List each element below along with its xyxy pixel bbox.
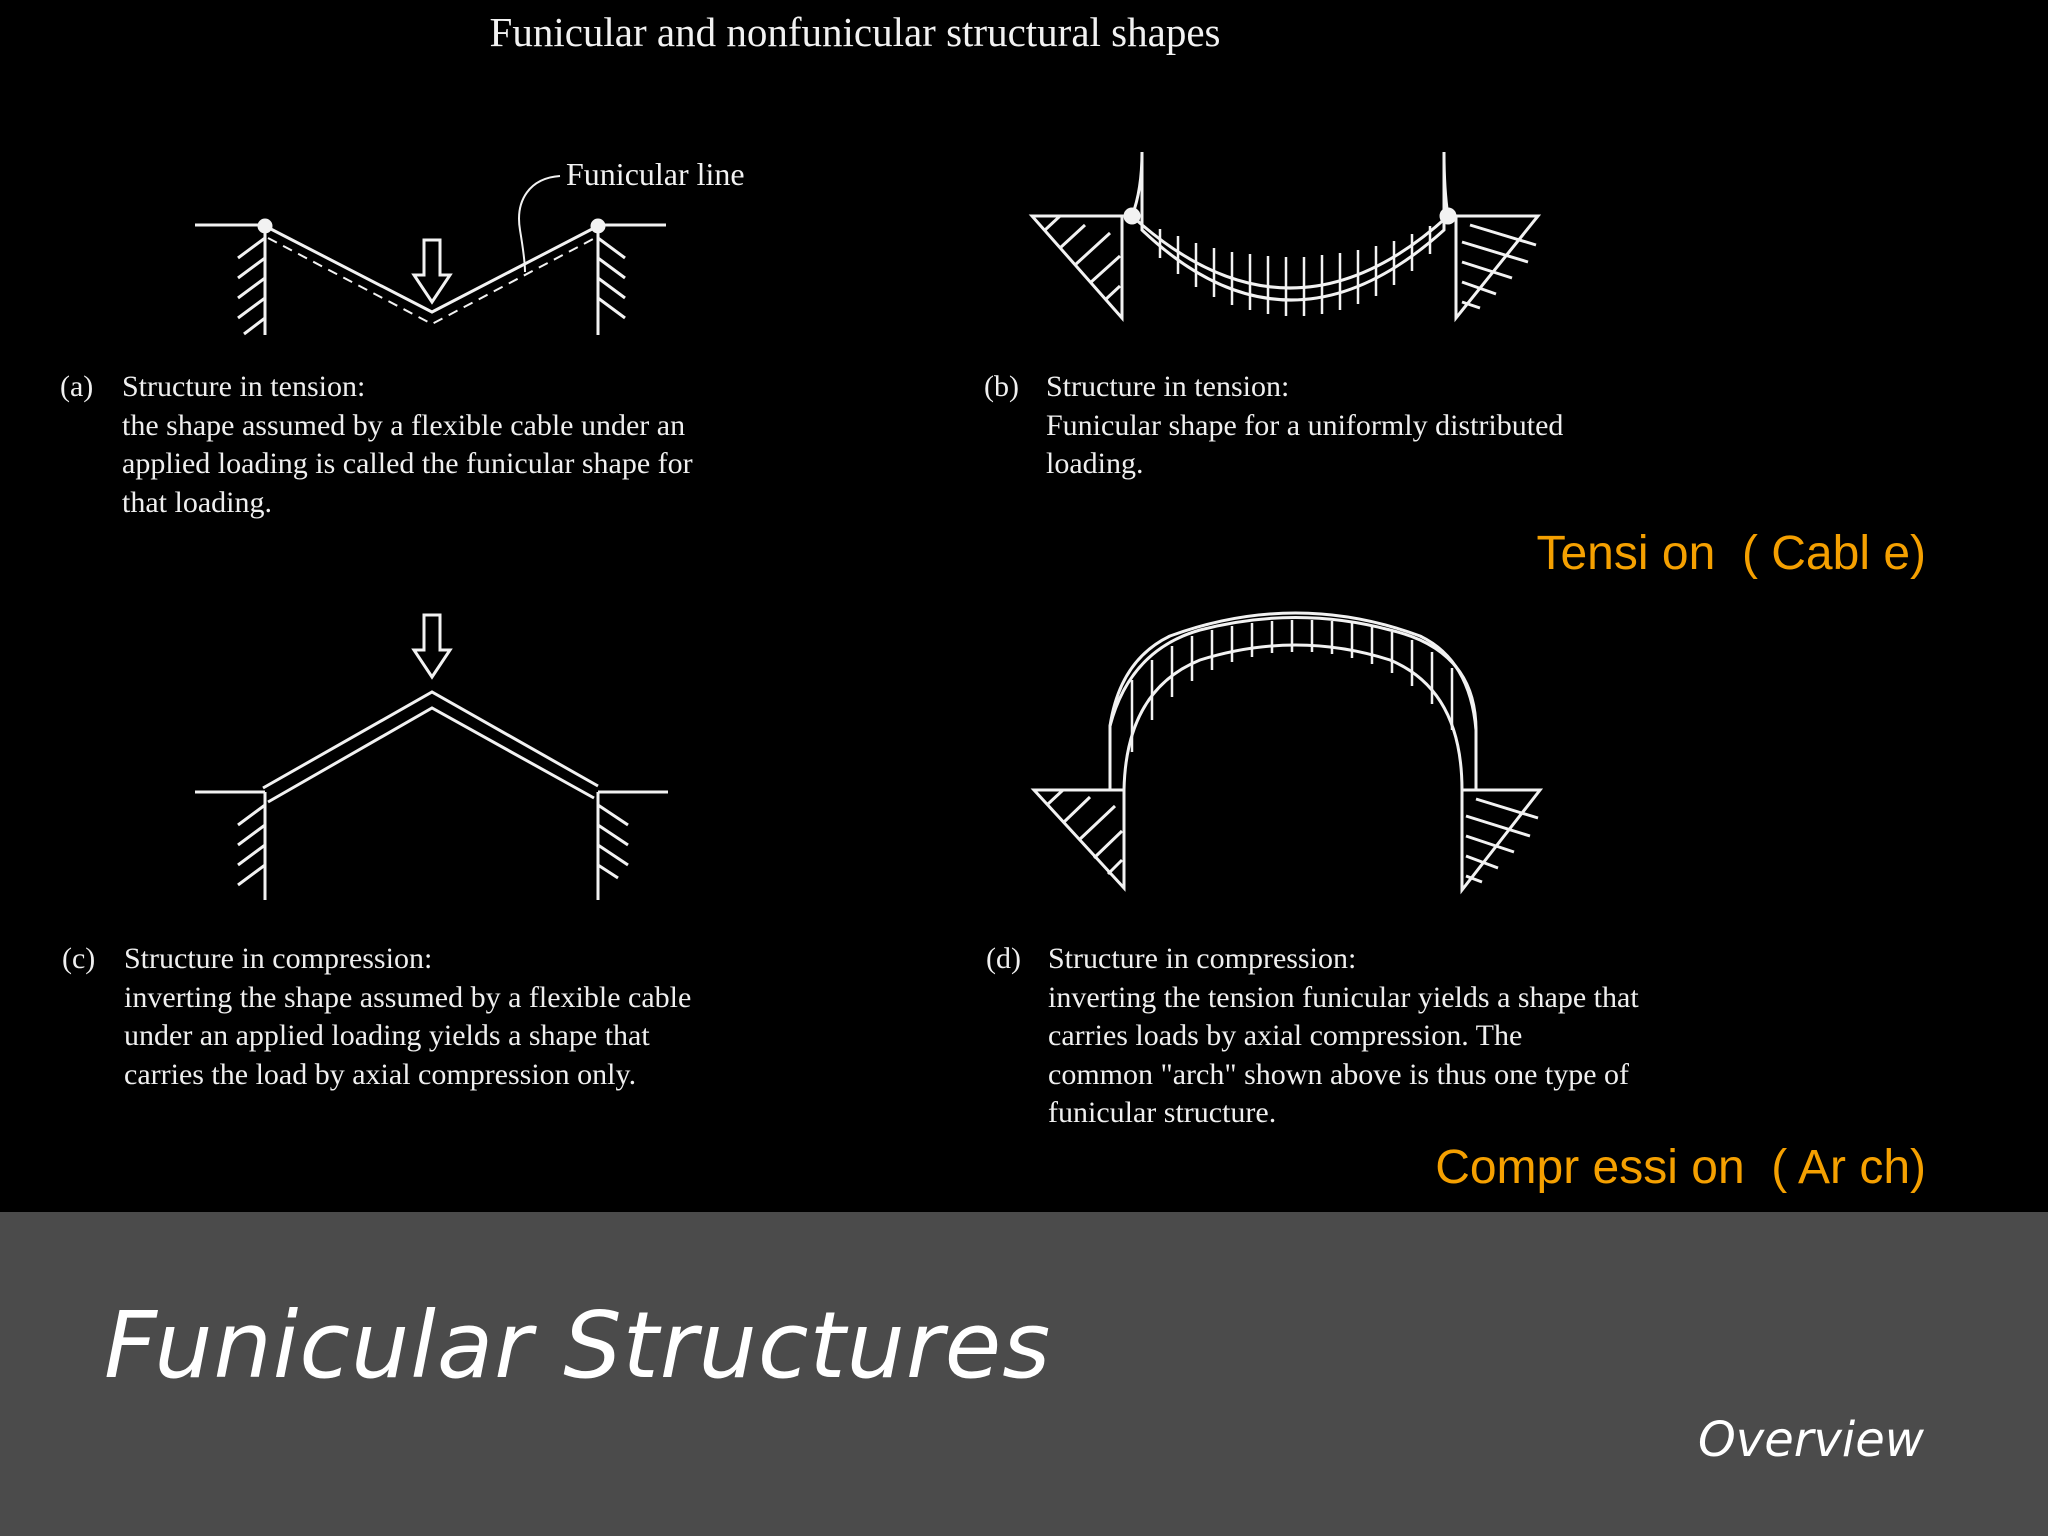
load-arrow-down-c [411,613,453,680]
caption-line: Funicular shape for a uniformly distribu… [1046,408,1564,442]
caption-line: the shape assumed by a flexible cable un… [122,408,686,442]
caption-b: (b) Structure in tension: Funicular shap… [984,368,1564,484]
support-block-left-b [1028,214,1124,322]
cable-uniform-figure [1028,151,1542,323]
caption-line: applied loading is called the funicular … [122,447,693,480]
caption-c: (c) Structure in compression: inverting … [62,940,692,1094]
caption-line: inverting the tension funicular yields a… [1048,980,1639,1014]
caption-heading: Structure in tension: [1046,370,1290,403]
caption-heading: Structure in tension: [122,370,366,403]
funicular-line-callout: Funicular line [566,156,745,192]
cable-v-figure [195,175,666,336]
caption-heading: Structure in compression: [124,942,433,975]
support-hatch-right-a [597,236,626,320]
strut-top [262,690,599,790]
caption-line: carries the load by axial compression on… [124,1057,637,1091]
cable-line [264,224,599,314]
caption-d: (d) Structure in compression: inverting … [986,940,1639,1133]
caption-tag: (b) [984,370,1019,403]
strut-bottom [267,706,595,804]
caption-tag: (c) [62,942,96,975]
load-arrow-down-a [411,238,453,305]
caption-line: common "arch" shown above is thus one ty… [1048,1057,1630,1091]
figure-title: Funicular and nonfunicular structural sh… [489,9,1221,55]
slide-subtitle: Overview [1698,1412,1924,1468]
load-hatch-d [1130,620,1454,752]
load-hatch-b [1158,226,1432,316]
compression-arch-label: Compr essi on ( Ar ch) [1435,1141,1926,1194]
caption-line: funicular structure. [1048,1096,1277,1129]
strut-compression-figure [195,613,668,900]
arch-intrados [1122,643,1464,791]
funicular-dashed-line [267,237,596,326]
callout-leader [518,175,561,273]
caption-tag: (d) [986,942,1021,975]
cable-curve-b [1130,214,1450,290]
caption-line: that loading. [122,485,272,519]
load-envelope-d [1108,611,1478,731]
caption-line: under an applied loading yields a shape … [124,1019,650,1052]
title-footer: Funicular Structures Overview [0,1212,2048,1536]
caption-line: inverting the shape assumed by a flexibl… [124,980,692,1014]
caption-heading: Structure in compression: [1048,942,1357,975]
caption-line: carries loads by axial compression. The [1048,1019,1523,1052]
caption-line: loading. [1046,447,1144,480]
arch-compression-figure [1030,611,1544,895]
slide-title: Funicular Structures [104,1292,1052,1399]
funicular-diagram [195,151,1544,900]
tension-cable-label: Tensi on ( Cabl e) [1536,527,1926,580]
support-hatch-left-a [237,236,266,336]
load-envelope-top [1140,152,1446,302]
caption-tag: (a) [60,370,94,403]
caption-a: (a) Structure in tension: the shape assu… [60,368,693,522]
